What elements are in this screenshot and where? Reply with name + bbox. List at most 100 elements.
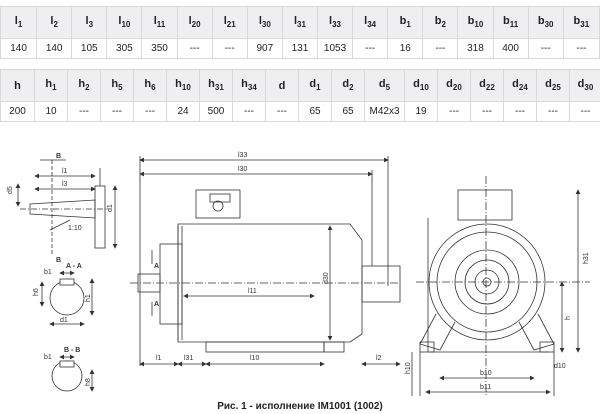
label-b1-a: b1: [44, 269, 52, 276]
value-l3: 105: [71, 38, 108, 59]
value-l1: 140: [0, 38, 38, 59]
label-l33: l33: [238, 152, 247, 159]
value-h1: 10: [34, 101, 68, 122]
label-h10: h10: [405, 362, 412, 374]
label-h6: h6: [33, 288, 40, 296]
label-h: h: [565, 316, 572, 320]
label-d30: d30: [323, 272, 330, 284]
value-d22: ---: [470, 101, 504, 122]
value-b10: 318: [457, 38, 494, 59]
value-l11: 350: [141, 38, 178, 59]
section-b-b: [51, 354, 95, 392]
header-h10: h10: [166, 69, 200, 102]
header-l30: l30: [246, 6, 283, 39]
value-d30: ---: [569, 101, 600, 122]
label-section-bb: B - B: [64, 347, 80, 354]
value-d2: 65: [331, 101, 365, 122]
label-b11: b11: [480, 384, 491, 391]
value-l10: 305: [106, 38, 143, 59]
header-b10: b10: [457, 6, 494, 39]
label-l3: l3: [62, 181, 68, 188]
value-l33: 1053: [316, 38, 354, 59]
label-section-aa: A - A: [66, 263, 82, 270]
label-l2: l2: [376, 355, 382, 362]
drawing-labels: B B l1 l3 d5 d1 1:10 A - A b1 h6 h1 d1 B…: [7, 152, 590, 391]
value-d: ---: [265, 101, 299, 122]
label-d5: d5: [7, 186, 14, 194]
header-l21: l21: [211, 6, 248, 39]
motor-side-view: [130, 156, 401, 367]
label-h8: h8: [85, 378, 92, 386]
shaft-detail: [15, 159, 118, 256]
value-d25: ---: [536, 101, 570, 122]
header-l10: l10: [106, 6, 143, 39]
header-b2: b2: [422, 6, 459, 39]
label-l10: l10: [250, 355, 259, 362]
header-l20: l20: [176, 6, 213, 39]
label-b10: b10: [480, 370, 492, 377]
label-l30: l30: [238, 166, 247, 173]
header-h6: h6: [133, 69, 167, 102]
header-h34: h34: [232, 69, 266, 102]
value-h5: ---: [100, 101, 134, 122]
label-b1-b: b1: [44, 354, 52, 361]
drawing-lines: [15, 156, 590, 396]
header-b30: b30: [527, 6, 564, 39]
header-h31: h31: [199, 69, 233, 102]
value-l21: ---: [211, 38, 248, 59]
value-d5: M42x3: [364, 101, 405, 122]
value-l30: 907: [246, 38, 283, 59]
label-B-top: B: [56, 153, 61, 160]
label-A-bottom: A: [154, 301, 159, 308]
header-h5: h5: [100, 69, 134, 102]
header-b31: b31: [562, 6, 600, 39]
value-l20: ---: [176, 38, 213, 59]
header-d10: d10: [404, 69, 438, 102]
header-l33: l33: [316, 6, 354, 39]
label-A-top: A: [154, 263, 159, 270]
label-h31: h31: [583, 252, 590, 264]
header-d2: d2: [331, 69, 365, 102]
header-l11: l11: [141, 6, 178, 39]
value-b1: 16: [387, 38, 424, 59]
figure-caption: Рис. 1 - исполнение IM1001 (1002): [217, 401, 383, 412]
value-h6: ---: [133, 101, 167, 122]
value-h: 200: [0, 101, 35, 122]
header-d22: d22: [470, 69, 504, 102]
label-d10: d10: [554, 363, 566, 370]
value-d10: 19: [404, 101, 438, 122]
header-d20: d20: [437, 69, 471, 102]
value-h2: ---: [67, 101, 101, 122]
header-b11: b11: [492, 6, 529, 39]
label-l1-shaft: l1: [62, 168, 68, 175]
header-l2: l2: [36, 6, 73, 39]
header-h1: h1: [34, 69, 68, 102]
header-d24: d24: [503, 69, 537, 102]
value-l2: 140: [36, 38, 73, 59]
value-b31: ---: [562, 38, 600, 59]
value-d20: ---: [437, 101, 471, 122]
value-l34: ---: [352, 38, 389, 59]
label-d1-a: d1: [60, 317, 68, 324]
value-b30: ---: [527, 38, 564, 59]
header-h: h: [0, 69, 35, 102]
header-d5: d5: [364, 69, 405, 102]
section-a-a: [39, 270, 95, 327]
header-d25: d25: [536, 69, 570, 102]
value-h10: 24: [166, 101, 200, 122]
header-l31: l31: [281, 6, 318, 39]
label-l31: l31: [184, 355, 193, 362]
motor-technical-drawing: B B l1 l3 d5 d1 1:10 A - A b1 h6 h1 d1 B…: [7, 152, 590, 396]
header-l3: l3: [71, 6, 108, 39]
value-l31: 131: [281, 38, 318, 59]
header-l34: l34: [352, 6, 389, 39]
header-h2: h2: [67, 69, 101, 102]
value-d24: ---: [503, 101, 537, 122]
label-taper: 1:10: [68, 225, 82, 232]
label-l1: l1: [156, 355, 162, 362]
header-d30: d30: [569, 69, 600, 102]
